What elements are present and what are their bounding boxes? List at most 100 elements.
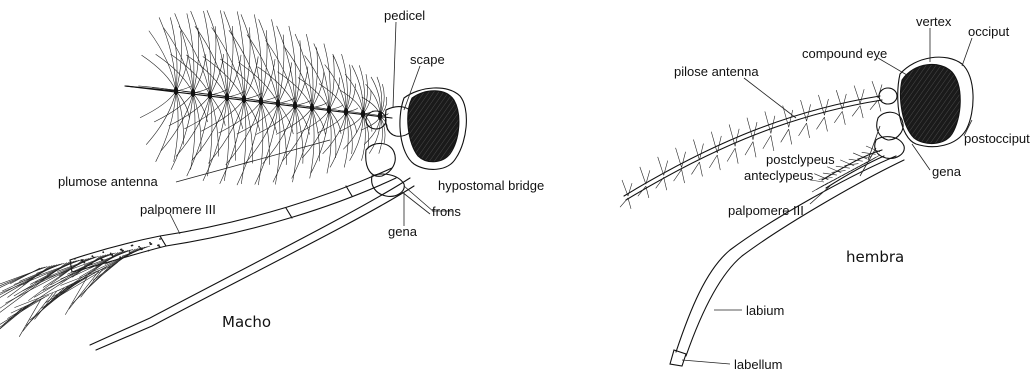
pilose-hair (771, 135, 774, 151)
label-labium: labium (746, 303, 784, 318)
label-compound-eye: compound eye (802, 46, 887, 61)
leader-palpomere-iii (170, 214, 180, 234)
label-pilose-antenna: pilose antenna (674, 64, 759, 79)
pilose-hair (640, 167, 646, 184)
leader-frons (402, 192, 430, 214)
pilose-hair (727, 148, 735, 161)
pilose-hair (656, 177, 664, 188)
pilose-hair (729, 124, 735, 146)
leader-hypostomal-bridge (404, 186, 434, 212)
plumose-hair (258, 101, 263, 185)
pilose-hair (789, 129, 792, 144)
plumose-hair (329, 77, 340, 109)
plumose-hair (327, 110, 331, 174)
male-antenna-node (225, 93, 229, 101)
plumose-hair (276, 108, 312, 135)
plumose-hair (176, 55, 188, 91)
palp-stipple-dot (132, 245, 134, 247)
palp-stipple-dot (74, 258, 76, 260)
pilose-hair (842, 111, 845, 124)
plumose-hair (266, 40, 295, 105)
leader-pedicel (393, 22, 396, 108)
female-palp-hair (812, 185, 824, 192)
male-antenna-node (310, 104, 314, 112)
male-palp-joint-1 (286, 208, 292, 218)
pilose-hair (818, 95, 824, 115)
plumose-hair (154, 93, 193, 122)
female-antenna-shaft-2 (626, 100, 882, 200)
male-antenna-tip (125, 86, 176, 91)
pilose-hair (872, 81, 878, 98)
pilose-hair (691, 162, 699, 174)
palp-hair (69, 271, 99, 309)
pilose-hair (664, 161, 668, 176)
palp-stipple-dot (91, 255, 93, 257)
pilose-hair (711, 132, 717, 153)
label-scape: scape (410, 52, 445, 67)
label-vertex: vertex (916, 14, 952, 29)
palp-stipple-dot (151, 243, 153, 245)
leader-labellum (682, 360, 730, 364)
label-postclypeus: postclypeus (766, 152, 835, 167)
pilose-hair (860, 106, 863, 118)
plumose-hair (344, 112, 348, 168)
pilose-antenna-hairs (620, 81, 882, 209)
palp-hair (0, 297, 45, 325)
pilose-hair (834, 111, 842, 122)
plumose-hair (140, 91, 176, 118)
pilose-hair (824, 117, 827, 131)
male-antenna-node (293, 102, 297, 110)
male-antenna-node (242, 95, 246, 103)
label-pedicel: pedicel (384, 8, 425, 23)
pilose-hair (852, 106, 860, 117)
female-postclypeus (877, 112, 903, 140)
female-labellum-shape (670, 350, 686, 366)
pilose-hair (745, 142, 753, 155)
male-antenna-node (378, 112, 382, 120)
pilose-hair (699, 162, 702, 176)
plumose-antenna-hairs (138, 10, 388, 185)
label-male-palpomere-iii: palpomere III (140, 202, 216, 217)
palp-hair (30, 261, 74, 284)
male-drawing: pedicel scape plumose antenna hypostomal… (0, 8, 544, 350)
label-anteclypeus: anteclypeus (744, 168, 814, 183)
male-pedicel (366, 111, 386, 129)
pilose-hair (709, 155, 717, 168)
plumose-hair (293, 106, 297, 183)
pilose-hair (664, 177, 667, 190)
pilose-hair (682, 152, 686, 168)
plumose-hair (295, 67, 308, 106)
palp-stipple-dot (121, 249, 123, 251)
leader-postclypeus (868, 126, 880, 160)
label-hypostomal-bridge: hypostomal bridge (438, 178, 544, 193)
label-male-gena: gena (388, 224, 418, 239)
label-labellum: labellum (734, 357, 782, 372)
label-occiput: occiput (968, 24, 1010, 39)
male-antenna-node (191, 89, 195, 97)
pilose-hair (799, 123, 807, 136)
female-pedicel (879, 88, 897, 104)
palp-stipple-dot (138, 246, 140, 248)
label-female-gena: gena (932, 164, 962, 179)
pilose-hair (753, 142, 756, 158)
pilose-hair (735, 148, 738, 163)
label-macho: Macho (222, 313, 271, 331)
male-compound-eye (408, 91, 459, 162)
palp-stipple-dot (158, 244, 160, 246)
label-plumose-antenna: plumose antenna (58, 174, 159, 189)
male-antenna-node (259, 97, 263, 105)
male-antenna-node (344, 108, 348, 116)
palp-stipple-dot (159, 238, 161, 240)
palp-stipple-dot (102, 251, 104, 253)
pilose-hair (860, 89, 864, 103)
pilose-hair (620, 198, 628, 207)
pilose-hair (807, 123, 810, 138)
pilose-hair (816, 117, 824, 129)
plumose-hair (146, 91, 176, 145)
male-antenna-node (174, 87, 178, 95)
pilose-hair (658, 157, 664, 175)
plumose-hair (207, 95, 212, 176)
plumose-hair (343, 114, 363, 149)
leader-pilose-antenna (744, 78, 796, 118)
